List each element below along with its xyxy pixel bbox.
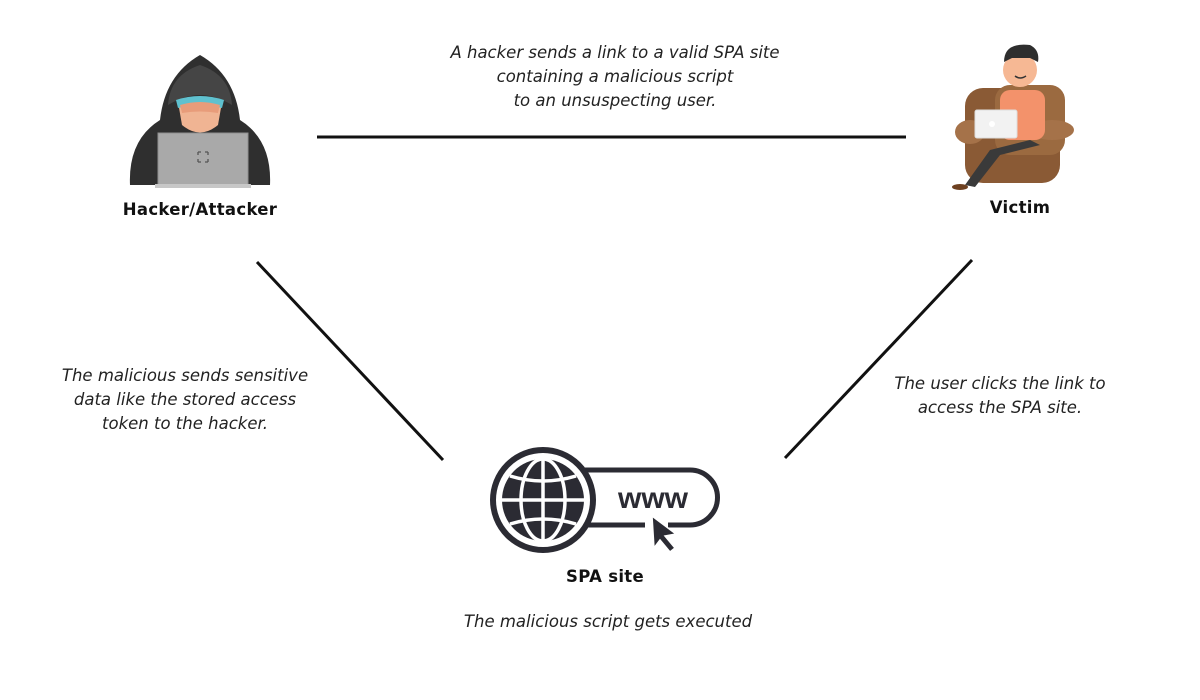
note-line: The user clicks the link to (894, 374, 1106, 393)
connector-hacker-site (255, 260, 445, 462)
note-line: access the SPA site. (917, 398, 1083, 417)
hacker-label: Hacker/Attacker (122, 200, 278, 219)
note-line: data like the stored access (73, 390, 297, 409)
www-text: www (617, 482, 689, 515)
site-label: SPA site (566, 567, 644, 586)
connector-victim-site (783, 258, 974, 460)
hacker-icon (129, 55, 271, 188)
note-victim-to-site: The user clicks the link to access the S… (860, 372, 1140, 420)
note-line: containing a malicious script (496, 67, 734, 86)
victim-label: Victim (989, 198, 1051, 217)
note-site-executes: The malicious script gets executed (463, 612, 753, 631)
note-site-to-hacker: The malicious sends sensitive data like … (30, 364, 340, 436)
note-line: A hacker sends a link to a valid SPA sit… (450, 43, 780, 62)
note-hacker-to-victim: A hacker sends a link to a valid SPA sit… (400, 41, 830, 113)
victim-icon (952, 44, 1074, 190)
note-line: to an unsuspecting user. (513, 91, 717, 110)
note-line: token to the hacker. (102, 414, 268, 433)
note-line: The malicious sends sensitive (61, 366, 309, 385)
www-globe-icon: www (490, 447, 720, 554)
